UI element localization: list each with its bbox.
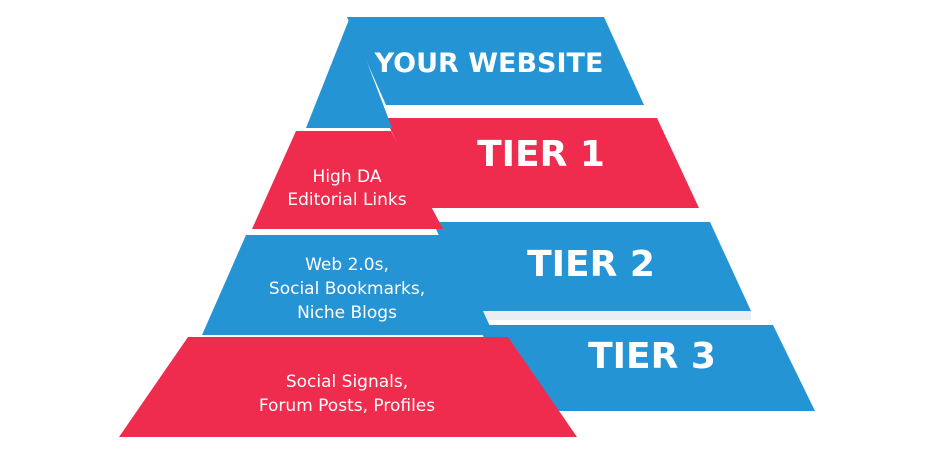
pyramid-apex xyxy=(306,17,392,128)
tier-1-description-line-2: Editorial Links xyxy=(287,190,406,210)
band-tier-2 xyxy=(433,222,751,311)
tier-3-description-line-2: Forum Posts, Profiles xyxy=(259,396,435,416)
pyramid-level-tier-1 xyxy=(252,131,443,229)
band-your-website xyxy=(347,17,644,105)
tier-2-description-line-3: Niche Blogs xyxy=(297,303,397,323)
pyramid-level-tier-3 xyxy=(119,337,577,437)
tier-3-label: TIER 3 xyxy=(588,336,716,377)
tier-2-description-line-2: Social Bookmarks, xyxy=(269,279,425,299)
tier-1-description-line-1: High DA xyxy=(313,167,382,187)
band-tier-3 xyxy=(478,325,815,411)
tier-3-description-line-1: Social Signals, xyxy=(286,372,408,392)
band-tier-2-shadow xyxy=(472,311,751,320)
your-website-label: YOUR WEBSITE xyxy=(374,48,604,79)
tier-2-label: TIER 2 xyxy=(527,244,655,285)
tier-1-label: TIER 1 xyxy=(477,134,605,175)
pyramid-level-tier-2 xyxy=(202,235,494,335)
band-tier-1 xyxy=(385,118,699,208)
tier-2-description-line-1: Web 2.0s, xyxy=(305,255,389,275)
